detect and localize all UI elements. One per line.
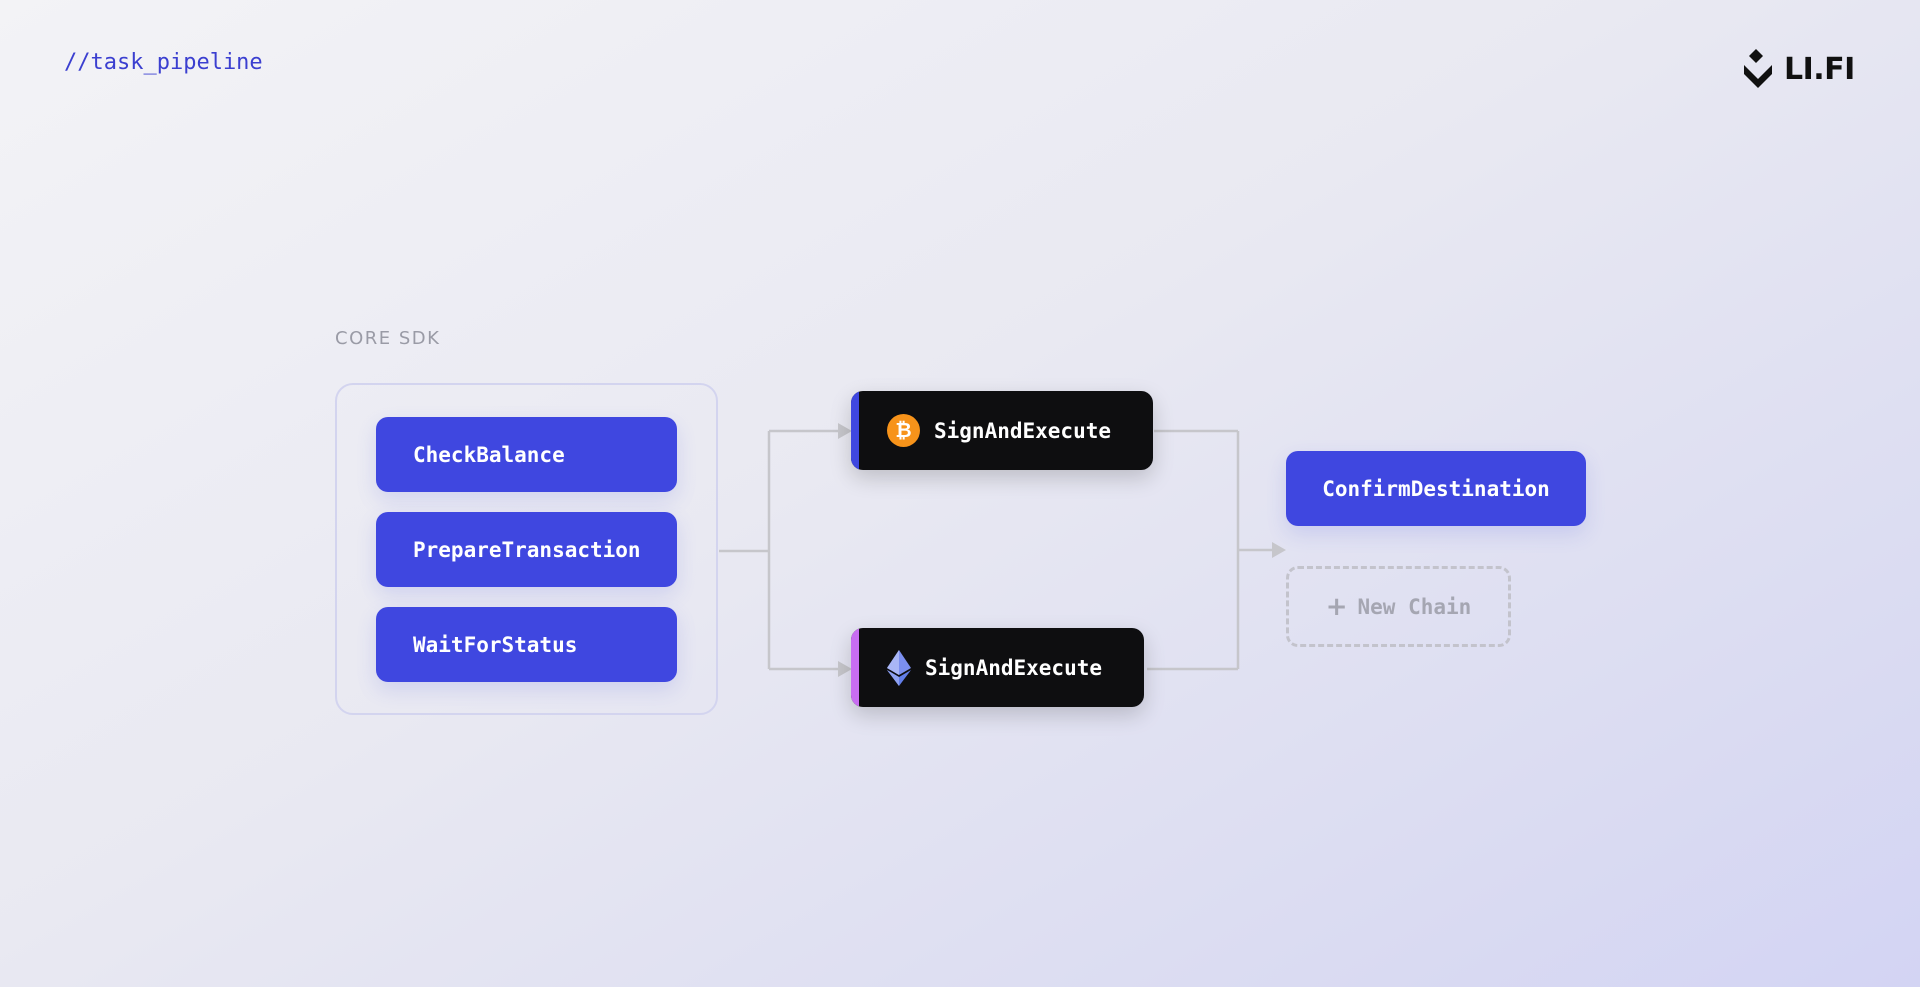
page-tag: //task_pipeline	[64, 50, 263, 75]
lifi-logo-icon	[1744, 49, 1772, 88]
executor-ethereum[interactable]: SignAndExecute	[851, 628, 1144, 707]
executor-accent-bar	[851, 391, 859, 470]
core-sdk-group	[335, 383, 718, 715]
logo-text: LI.FI	[1784, 51, 1855, 87]
arrowhead-eth	[838, 661, 852, 677]
executor-bitcoin[interactable]: ₿ SignAndExecute	[851, 391, 1153, 470]
core-sdk-label: CORE SDK	[335, 328, 441, 349]
connector-sdk-split	[719, 429, 840, 671]
task-prepare-transaction[interactable]: PrepareTransaction	[376, 512, 677, 587]
executor-accent-bar	[851, 628, 859, 707]
ethereum-icon	[887, 649, 911, 686]
new-chain-button[interactable]: + New Chain	[1286, 566, 1511, 647]
lifi-logo: LI.FI	[1740, 46, 1855, 92]
task-wait-for-status[interactable]: WaitForStatus	[376, 607, 677, 682]
task-check-balance[interactable]: CheckBalance	[376, 417, 677, 492]
executor-label: SignAndExecute	[925, 655, 1103, 680]
confirm-destination-node[interactable]: ConfirmDestination	[1286, 451, 1586, 526]
arrowhead-btc	[838, 423, 852, 439]
plus-icon: +	[1325, 591, 1348, 622]
executor-label: SignAndExecute	[934, 418, 1112, 443]
arrowhead-destination	[1272, 542, 1286, 558]
bitcoin-icon: ₿	[887, 414, 920, 447]
connector-merge	[1147, 429, 1274, 671]
new-chain-label: New Chain	[1357, 594, 1472, 619]
